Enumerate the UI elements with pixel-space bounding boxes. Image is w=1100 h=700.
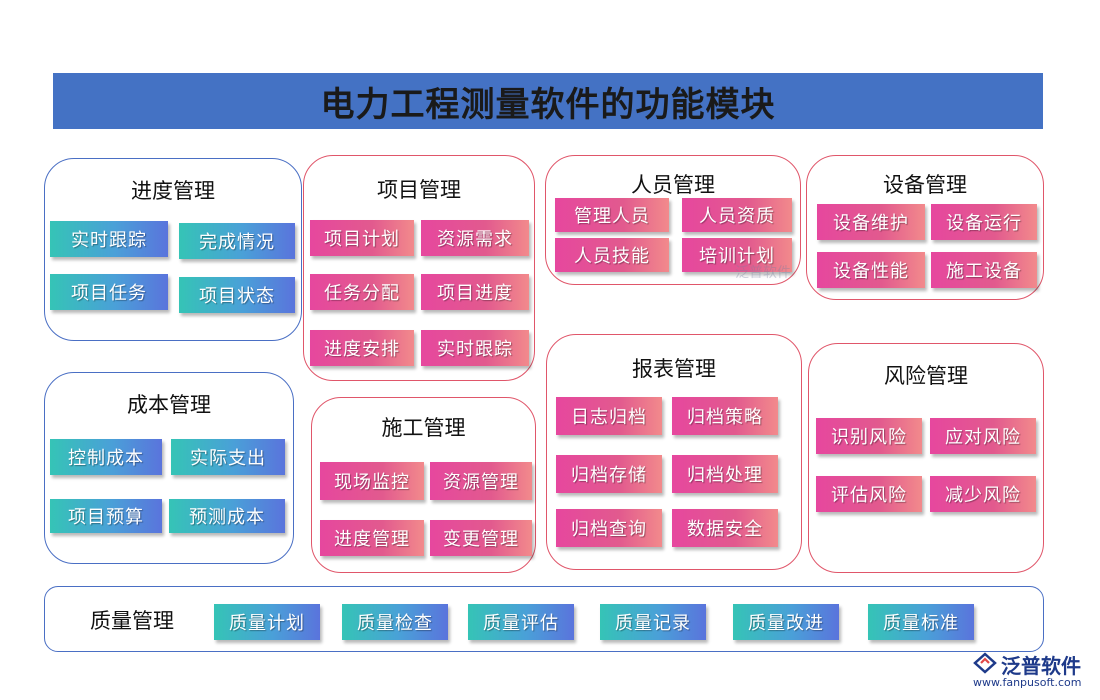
panel-project: 项目管理 项目计划 资源需求 任务分配 项目进度 进度安排 实时跟踪 [303,155,535,381]
fanpu-logo-icon [973,652,997,674]
panel-construction: 施工管理 现场监控 资源管理 进度管理 变更管理 [311,397,536,573]
panel-report: 报表管理 日志归档 归档策略 归档存储 归档处理 归档查询 数据安全 [546,334,802,570]
module-item[interactable]: 预测成本 [169,499,285,533]
module-item[interactable]: 人员资质 [682,198,792,232]
panel-equipment: 设备管理 设备维护 设备运行 设备性能 施工设备 [806,155,1044,300]
panel-title-cost: 成本管理 [127,393,211,417]
module-item[interactable]: 数据安全 [672,509,778,547]
module-item[interactable]: 现场监控 [320,462,424,500]
module-item[interactable]: 质量检查 [342,604,448,640]
module-item[interactable]: 实际支出 [171,439,285,475]
module-item[interactable]: 实时跟踪 [421,330,529,366]
panel-title-quality: 质量管理 [90,609,174,633]
panel-progress: 进度管理 实时跟踪 完成情况 项目任务 项目状态 [44,158,302,341]
module-item[interactable]: 设备运行 [931,204,1037,240]
module-item[interactable]: 日志归档 [556,397,662,435]
module-item[interactable]: 质量标准 [868,604,974,640]
module-item[interactable]: 归档查询 [556,509,662,547]
module-item[interactable]: 完成情况 [179,223,295,259]
module-item[interactable]: 减少风险 [930,476,1036,512]
panel-title-project: 项目管理 [377,178,461,202]
module-item[interactable]: 项目计划 [310,220,414,256]
panel-title-equipment: 设备管理 [883,173,967,197]
module-item[interactable]: 人员技能 [555,238,669,272]
module-item[interactable]: 任务分配 [310,274,414,310]
module-item[interactable]: 归档存储 [556,455,662,493]
logo-text: 泛普软件 [1001,654,1081,678]
title-banner: 电力工程测量软件的功能模块 [53,73,1043,129]
module-item[interactable]: 质量记录 [600,604,706,640]
module-item[interactable]: 进度安排 [310,330,414,366]
module-item[interactable]: 质量计划 [214,604,320,640]
module-item[interactable]: 设备性能 [817,252,925,288]
brand-logo: 泛普软件 www.fanpusoft.com [965,650,1095,694]
module-item[interactable]: 归档策略 [672,397,778,435]
watermark: 泛普软件 [735,265,791,281]
module-item[interactable]: 归档处理 [672,455,778,493]
module-item[interactable]: 实时跟踪 [50,221,168,257]
panel-title-risk: 风险管理 [884,364,968,388]
module-item[interactable]: 施工设备 [931,252,1037,288]
panel-cost: 成本管理 控制成本 实际支出 项目预算 预测成本 [44,372,294,564]
panel-title-report: 报表管理 [632,357,716,381]
module-item[interactable]: 质量评估 [468,604,574,640]
module-item[interactable]: 项目预算 [50,499,162,533]
panel-title-progress: 进度管理 [131,179,215,203]
page-title: 电力工程测量软件的功能模块 [320,84,776,125]
logo-url: www.fanpusoft.com [973,676,1082,689]
panel-personnel: 人员管理 管理人员 人员资质 人员技能 培训计划 [545,155,801,285]
module-item[interactable]: 项目任务 [50,274,168,310]
panel-risk: 风险管理 识别风险 应对风险 评估风险 减少风险 [808,343,1044,573]
module-item[interactable]: 评估风险 [816,476,922,512]
panel-title-personnel: 人员管理 [631,173,715,197]
module-item[interactable]: 变更管理 [430,520,532,556]
module-item[interactable]: 识别风险 [816,418,922,454]
module-item[interactable]: 设备维护 [817,204,925,240]
module-item[interactable]: 应对风险 [930,418,1036,454]
module-item[interactable]: 培训计划 [682,238,792,272]
module-item[interactable]: 质量改进 [733,604,839,640]
module-item[interactable]: 项目进度 [421,274,529,310]
module-item[interactable]: 项目状态 [179,277,295,313]
module-item[interactable]: 管理人员 [555,198,669,232]
module-item[interactable]: 控制成本 [50,439,162,475]
panel-title-construction: 施工管理 [381,416,466,440]
module-item[interactable]: 进度管理 [320,520,424,556]
module-item[interactable]: 资源需求 [421,220,529,256]
module-item[interactable]: 资源管理 [430,462,532,500]
